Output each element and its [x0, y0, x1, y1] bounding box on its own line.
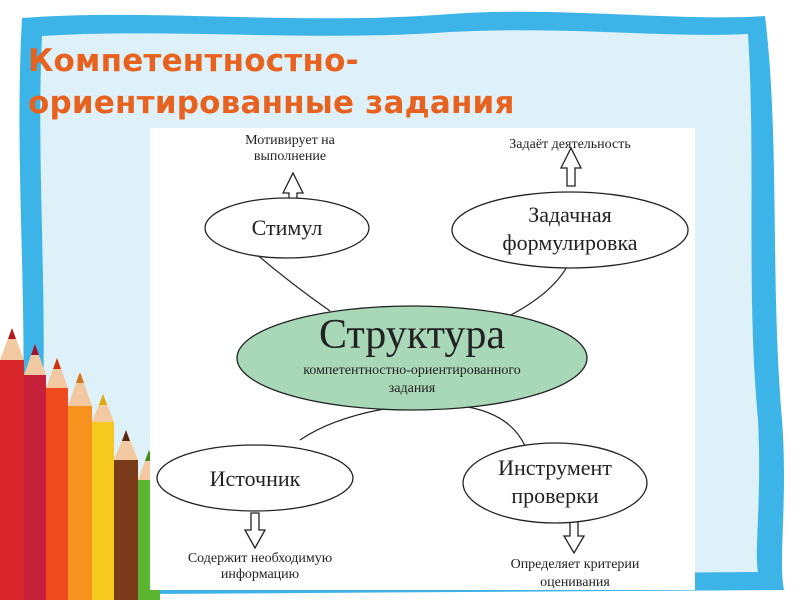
tool-label-line-1: Инструмент	[498, 455, 612, 480]
task-note-line-1: Задаёт деятельность	[509, 137, 630, 152]
task-label-line-1: Задачная	[528, 202, 612, 227]
center-structure-node	[236, 305, 588, 411]
slide-title-line-2: ориентированные задания	[28, 85, 515, 121]
stimulus-label: Стимул	[252, 215, 323, 240]
center-title: Структура	[319, 312, 505, 358]
center-subtitle-line-1: компетентностно-ориентированного	[303, 363, 521, 378]
down-arrow-icon	[243, 512, 267, 550]
pencil-orange-red	[46, 358, 68, 600]
tool-label-line-2: проверки	[511, 483, 598, 508]
check-tool-node	[462, 442, 648, 524]
source-note-line-2: информацию	[221, 567, 299, 582]
up-arrow-icon	[559, 146, 583, 187]
pencil-brown	[114, 430, 138, 600]
slide-title-line-1: Компетентностно-	[28, 43, 359, 79]
structure-diagram: Мотивирует на выполнение Задаёт деятельн…	[150, 128, 695, 590]
pencils-illustration	[0, 328, 160, 600]
slide-title: Компетентностно- ориентированные задания	[28, 40, 728, 124]
stimulus-note-line-1: Мотивирует на	[245, 133, 336, 148]
task-label-line-2: формулировка	[502, 230, 637, 255]
pencil-crimson	[24, 344, 46, 600]
connector-stimulus	[254, 252, 331, 312]
pencil-yellow	[92, 394, 114, 600]
center-subtitle-line-2: задания	[389, 381, 436, 396]
down-arrow-icon	[562, 519, 586, 555]
pencil-red	[0, 328, 24, 600]
tool-note-line-1: Определяет критерии	[511, 557, 640, 572]
source-note-line-1: Содержит необходимую	[188, 551, 332, 566]
pencil-orange	[68, 372, 92, 600]
stimulus-note-line-2: выполнение	[254, 149, 326, 164]
source-label: Источник	[210, 466, 301, 491]
stimulus-node	[204, 197, 370, 259]
source-node	[156, 444, 354, 512]
tool-note-line-2: оценивания	[540, 575, 610, 590]
task-formulation-node	[451, 191, 689, 269]
